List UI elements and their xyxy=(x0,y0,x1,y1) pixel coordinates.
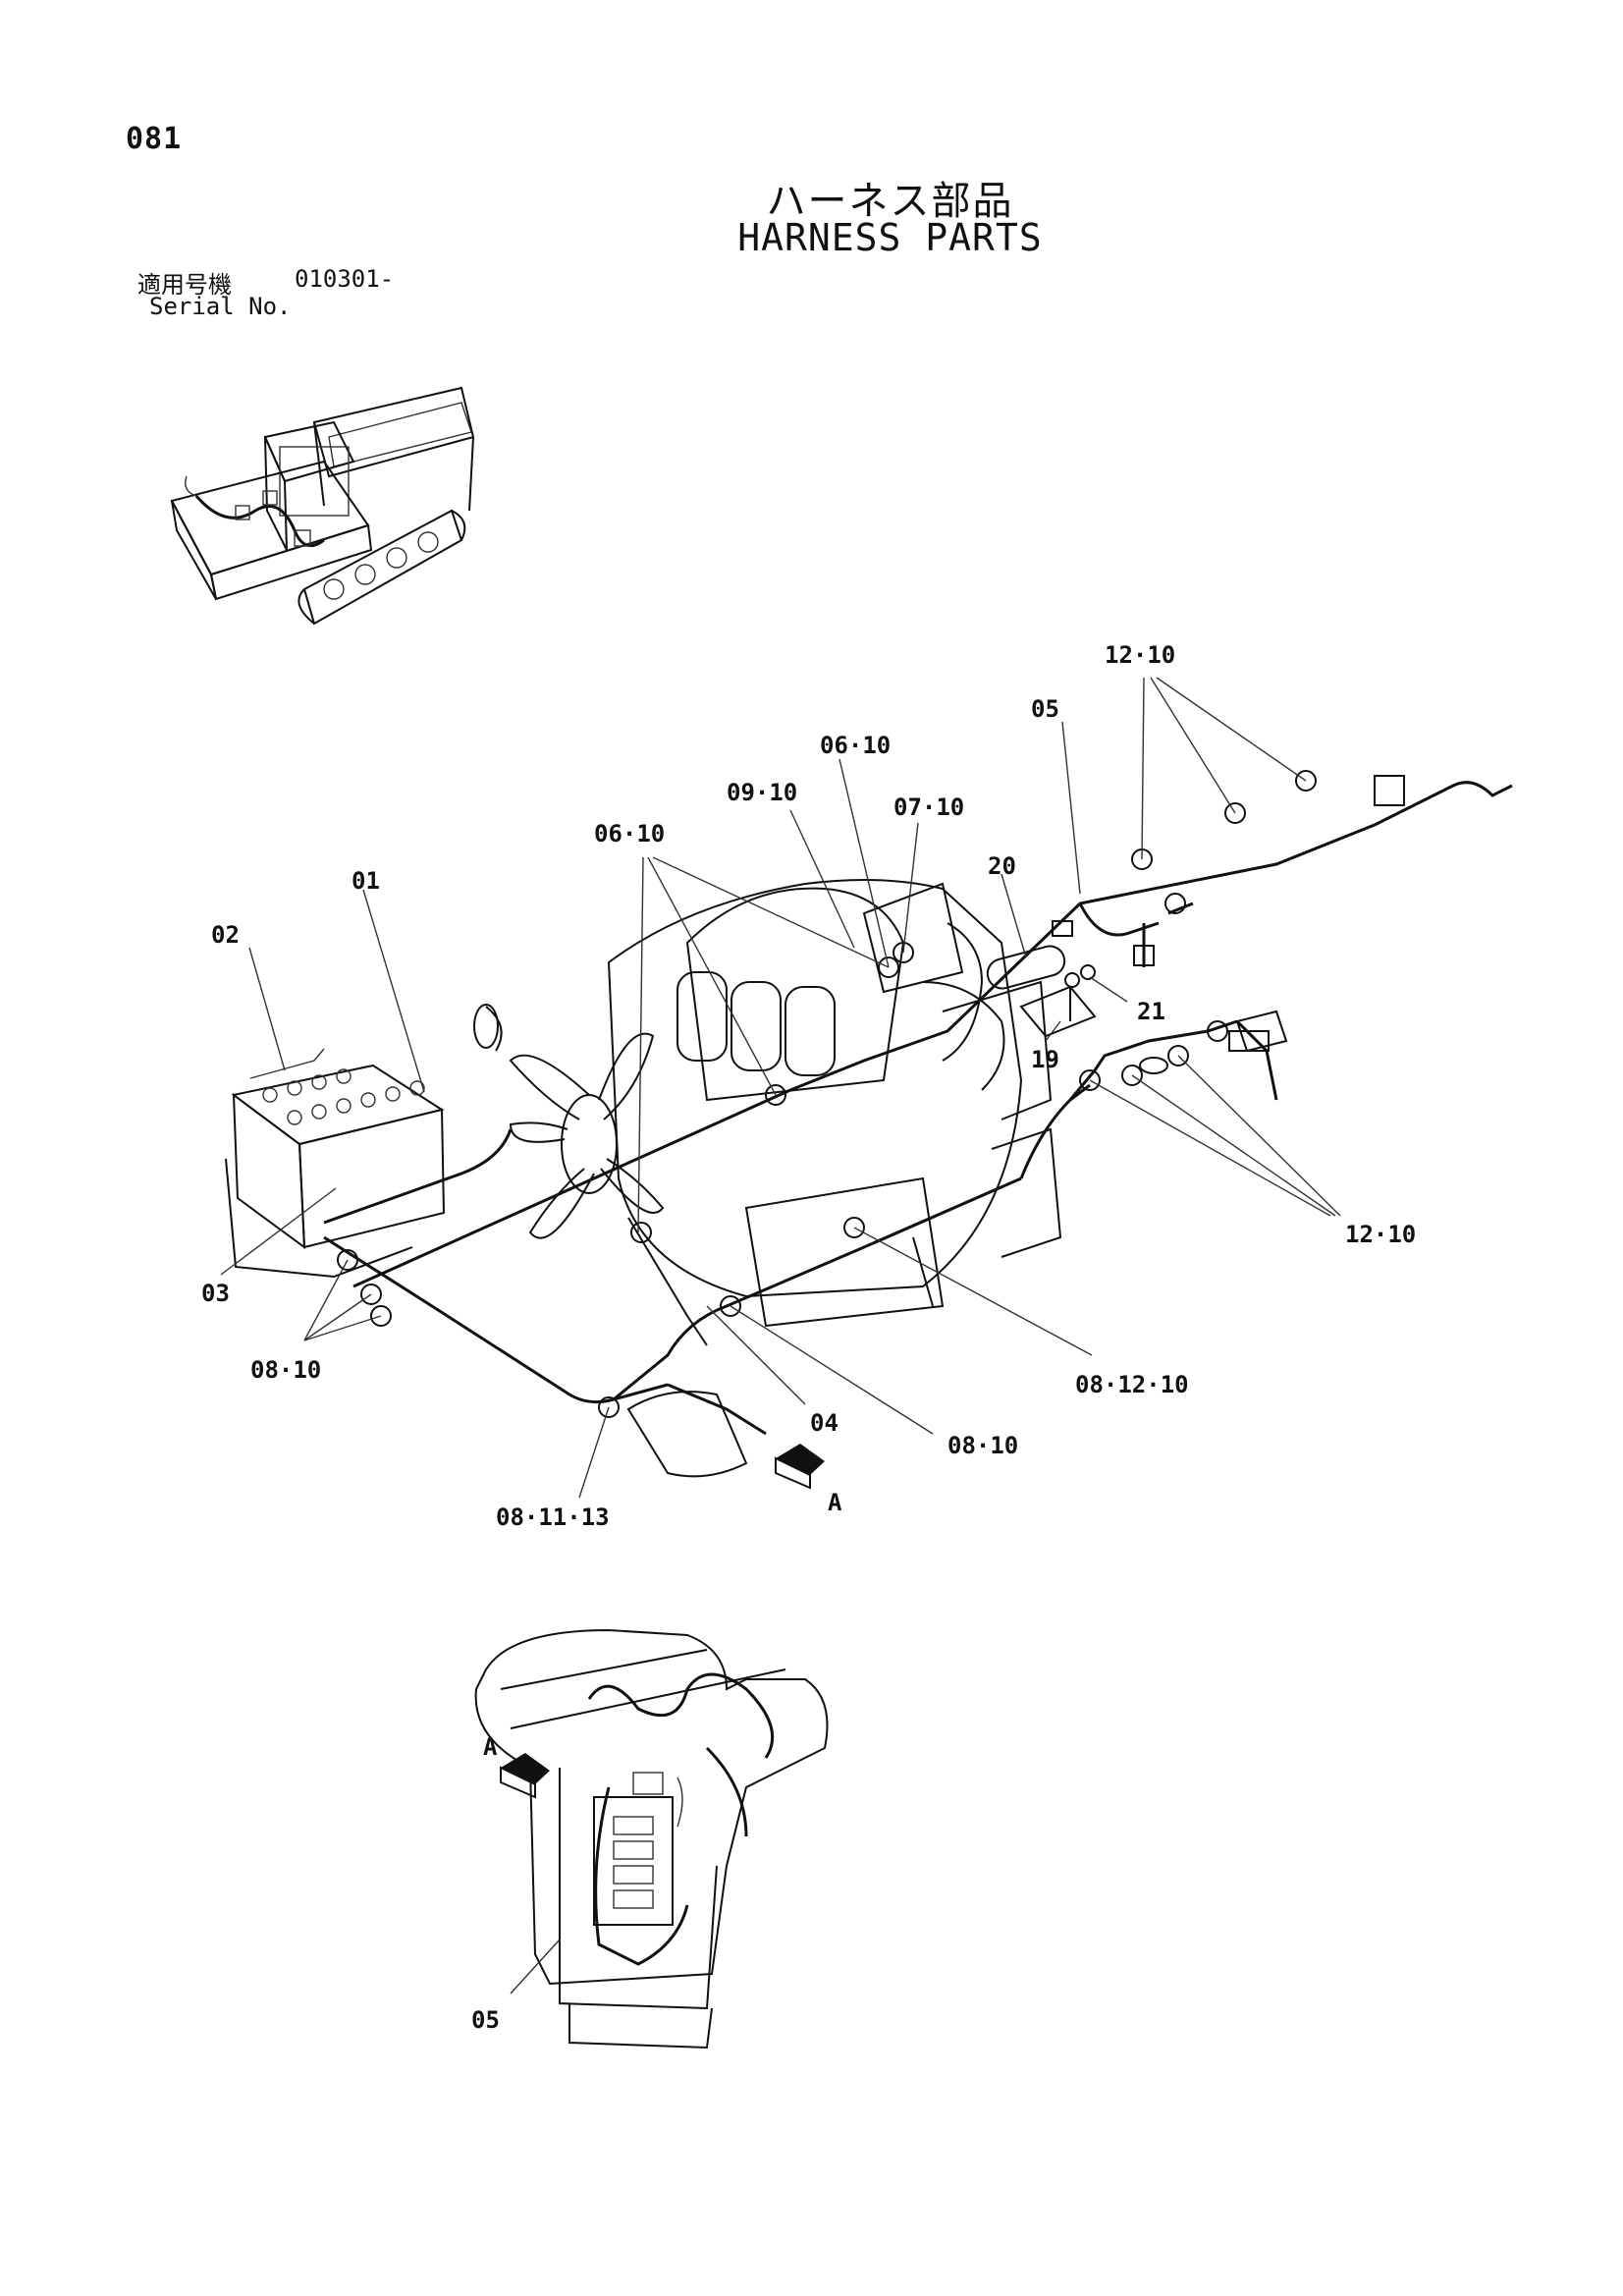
callout-05: 05 xyxy=(1031,695,1059,723)
cooling-fan xyxy=(509,1032,665,1239)
callout-01: 01 xyxy=(352,867,380,895)
harness-clamps xyxy=(337,770,1317,1418)
connector-right-top xyxy=(1374,775,1405,806)
machine-overview-thumbnail xyxy=(170,386,475,626)
view-a-label-detail: A xyxy=(483,1733,498,1761)
page-title-jp: ハーネス部品 xyxy=(0,169,1623,226)
page-number: 081 xyxy=(126,122,183,156)
detail-view-a: A 05 xyxy=(471,1628,829,2050)
page-title-en: HARNESS PARTS xyxy=(0,216,1623,259)
callout-04: 04 xyxy=(810,1409,839,1437)
horn xyxy=(473,1004,499,1049)
view-a-arrow-detail xyxy=(500,1753,550,1799)
callout-02: 02 xyxy=(211,921,240,949)
battery xyxy=(225,1048,446,1279)
callout-12-10-top: 12·10 xyxy=(1105,641,1175,669)
callout-06-10-b: 06·10 xyxy=(820,732,891,759)
serial-label-en: Serial No. xyxy=(149,293,292,320)
leader-lines xyxy=(220,677,1341,1499)
callout-03: 03 xyxy=(201,1280,230,1307)
part-19-bracket xyxy=(1019,985,1097,1038)
callout-08-11-13: 08·11·13 xyxy=(496,1503,610,1531)
view-a-label-main: A xyxy=(828,1489,842,1516)
callout-08-10-left: 08·10 xyxy=(250,1356,321,1384)
engine-block xyxy=(607,879,1062,1346)
serial-label-jp: 適用号機 xyxy=(137,271,232,299)
callout-20: 20 xyxy=(988,852,1016,880)
serial-value: 010301- xyxy=(295,265,395,293)
page-title-en-text: HARNESS PARTS xyxy=(737,216,1043,259)
callout-09-10: 09·10 xyxy=(727,779,797,806)
callout-06-10-a: 06·10 xyxy=(594,820,665,847)
reservoir-tank xyxy=(626,1391,748,1478)
callout-12-10-right: 12·10 xyxy=(1345,1221,1416,1248)
callout-05-detail: 05 xyxy=(471,2006,500,2034)
part-20-pad xyxy=(986,945,1066,990)
callout-labels: 01 02 03 04 05 19 20 21 06·10 06·10 09·1… xyxy=(201,641,1416,1531)
callout-08-10-mid: 08·10 xyxy=(947,1432,1018,1459)
engine-harness-drawing xyxy=(225,770,1513,1490)
page-title-jp-text: ハーネス部品 xyxy=(766,179,1014,224)
part-21-bolt xyxy=(1080,964,1096,980)
callout-08-12-10: 08·12·10 xyxy=(1075,1371,1189,1398)
callout-19: 19 xyxy=(1031,1046,1059,1073)
callout-21: 21 xyxy=(1137,998,1165,1025)
callout-07-10: 07·10 xyxy=(893,793,964,821)
view-a-arrow-main xyxy=(775,1444,825,1490)
